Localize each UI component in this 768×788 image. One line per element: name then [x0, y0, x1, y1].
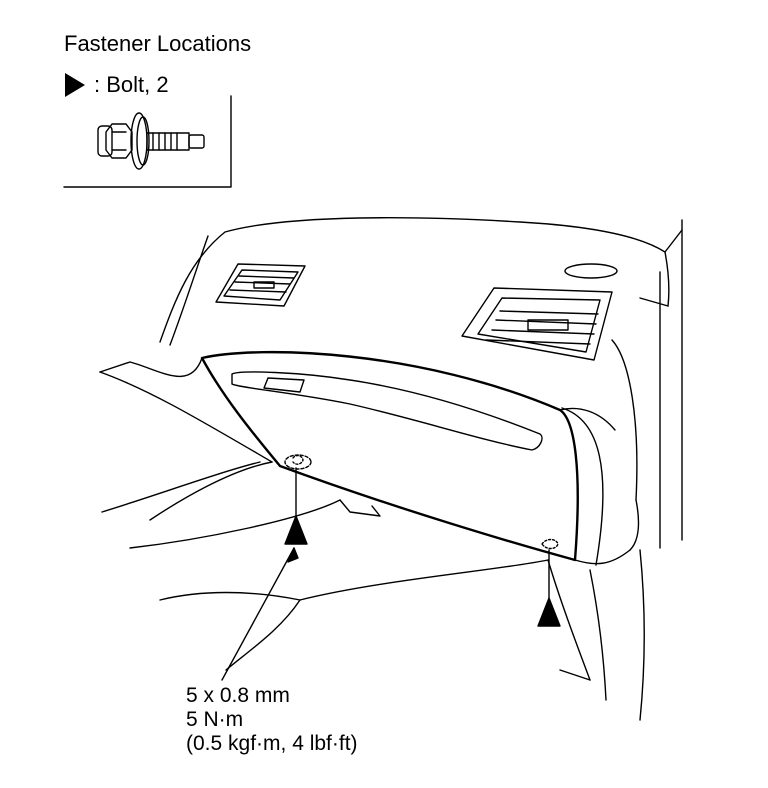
left-air-vent: [215, 263, 306, 307]
dashboard-top: [159, 217, 666, 343]
diagram-title: Fastener Locations: [64, 31, 252, 56]
triangle-marker-icon: [65, 73, 85, 97]
center-air-vent: [461, 287, 613, 361]
torque-nm-text: 5 N·m: [186, 708, 244, 731]
bolt-marker-left: [284, 515, 308, 545]
bolt-torque-spec: 5 x 0.8 mm 5 N·m (0.5 kgf·m, 4 lbf·ft): [186, 684, 358, 756]
bolt-inset-frame: [63, 95, 232, 188]
bolt-size-text: 5 x 0.8 mm: [186, 684, 290, 707]
legend-bolt: : Bolt, 2: [64, 71, 169, 99]
dash-speaker-oval: [564, 263, 618, 279]
glove-box-handle: [231, 371, 543, 451]
bolt-location-right: [541, 538, 559, 599]
legend-bolt-label: : Bolt, 2: [94, 72, 169, 97]
bolt-marker-right: [537, 597, 561, 627]
bolt-location-left: [284, 454, 312, 519]
glove-box-lid: [200, 350, 579, 562]
spec-leader-line: [221, 547, 295, 681]
torque-alt-text: (0.5 kgf·m, 4 lbf·ft): [186, 732, 358, 755]
bolt-icon: [97, 112, 205, 170]
